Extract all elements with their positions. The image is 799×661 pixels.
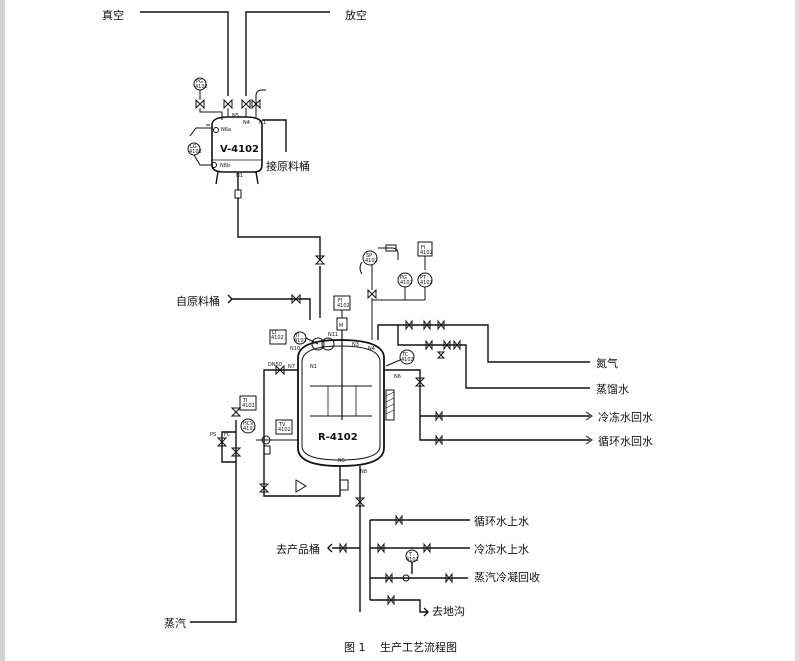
to-raw-drum-line bbox=[262, 119, 287, 152]
label-from-raw-drum: 自原料桶 bbox=[176, 294, 220, 308]
hcv-code: HCV bbox=[243, 421, 254, 427]
label-circ-return: 循环水回水 bbox=[598, 435, 653, 448]
pt-r-code: PT bbox=[420, 275, 427, 281]
label-distilled-water: 蒸馏水 bbox=[596, 382, 629, 396]
label-chilled-return: 冷冻水回水 bbox=[598, 410, 653, 424]
nozzle-n1-bottom: N1 bbox=[236, 173, 243, 179]
distilled-water-line bbox=[397, 325, 590, 389]
label-to-raw-drum: 接原料桶 bbox=[266, 159, 310, 173]
vessel-r4102-tag: R-4102 bbox=[318, 432, 358, 443]
tic-l-num: 4102 bbox=[242, 403, 255, 409]
label-to-drain: 去地沟 bbox=[432, 605, 465, 618]
instrument-lg-v bbox=[187, 124, 219, 168]
instrument-pg-pt bbox=[372, 241, 433, 301]
vacuum-line bbox=[140, 11, 229, 96]
nozzle-n4: N4 bbox=[243, 120, 250, 126]
nozzle-r-n8: N8 bbox=[360, 469, 367, 475]
nozzle-r-n10: N10 bbox=[290, 346, 300, 352]
v-top-valves bbox=[223, 89, 266, 117]
hcv-num: 4102 bbox=[243, 426, 256, 432]
tv-num: 4102 bbox=[278, 427, 291, 433]
vessel-v4102-tag: V-4102 bbox=[220, 144, 259, 155]
drain-line bbox=[370, 594, 429, 617]
circ-supply-line bbox=[369, 514, 470, 600]
ti-top-code: TI bbox=[294, 333, 300, 339]
pg-v-num: 4102 bbox=[195, 84, 208, 90]
label-vent: 放空 bbox=[345, 8, 367, 22]
lg-v-num: 4102 bbox=[189, 149, 202, 155]
chilled-return-line bbox=[384, 369, 593, 422]
tic-l-code: TI bbox=[242, 398, 248, 404]
nozzle-n6b: N6b bbox=[220, 163, 230, 169]
label-vacuum: 真空 bbox=[102, 8, 124, 22]
circ-return-line bbox=[419, 416, 593, 446]
nozzle-n6a: N6a bbox=[221, 127, 231, 133]
label-nitrogen: 氮气 bbox=[596, 356, 618, 370]
from-raw-drum-line bbox=[227, 293, 311, 320]
nozzle-r-n3: N3 bbox=[352, 342, 359, 348]
nozzle-r-n6: N6 bbox=[394, 374, 401, 380]
tv-code: TV bbox=[278, 422, 286, 428]
nitrogen-line bbox=[377, 319, 590, 363]
nozzle-r-n4: N4 bbox=[368, 346, 375, 352]
instrument-tc-r bbox=[385, 349, 415, 367]
label-condensate: 蒸汽冷凝回收 bbox=[474, 570, 540, 584]
instrument-pg-v bbox=[193, 77, 223, 120]
figure-caption: 图 1 生产工艺流程图 bbox=[344, 640, 457, 654]
tc-r-num: 4102 bbox=[401, 357, 414, 363]
nozzle-r-n5: N5 bbox=[338, 458, 345, 464]
motor-ind-code: FI bbox=[338, 298, 342, 304]
instrument-left bbox=[239, 395, 298, 455]
pg-v-code: PG bbox=[196, 79, 203, 85]
tc-r-code: TC bbox=[401, 352, 409, 358]
dn50-line bbox=[263, 364, 298, 388]
vessel-r4102 bbox=[297, 330, 395, 467]
nozzle-r-n11: N11 bbox=[328, 332, 338, 338]
sp-code: SP bbox=[366, 253, 372, 259]
instrument-top-left bbox=[269, 329, 335, 351]
ti-top-num: 4102 bbox=[294, 338, 307, 344]
left-page-edge bbox=[0, 0, 5, 661]
label-steam: 蒸汽 bbox=[164, 616, 186, 630]
jacket-bottom-loop bbox=[258, 388, 349, 497]
label-chilled-supply: 冷冻水上水 bbox=[474, 542, 529, 556]
fi-top-code: FI bbox=[421, 245, 425, 251]
pg-r-code: PG bbox=[400, 275, 407, 281]
nozzle-n5: N5 bbox=[232, 113, 239, 119]
ps-mark: PS bbox=[210, 432, 216, 438]
to-product-line bbox=[327, 542, 360, 554]
nozzle-r-n7: N7 bbox=[288, 364, 295, 370]
motor-mark: M bbox=[339, 323, 343, 329]
nozzle-dn50: DN50 bbox=[268, 362, 282, 368]
motor-ind-num: 4102 bbox=[337, 303, 350, 309]
v-to-reactor-line bbox=[234, 172, 326, 318]
nozzle-n1-top: N1 bbox=[259, 120, 266, 126]
steam-line bbox=[190, 407, 242, 623]
t-bot-num: 4102 bbox=[406, 557, 419, 563]
instrument-sp bbox=[359, 244, 399, 340]
nozzle-r-n1: N1 bbox=[310, 364, 317, 370]
fi-top-num: 4102 bbox=[420, 250, 433, 256]
label-circ-supply: 循环水上水 bbox=[474, 515, 529, 528]
fc-mark: FC bbox=[224, 432, 231, 438]
agitator-motor bbox=[333, 295, 351, 331]
label-to-product: 去产品桶 bbox=[276, 542, 320, 556]
bottom-outlet bbox=[354, 466, 366, 612]
li-l-num: 4102 bbox=[271, 335, 284, 341]
vent-line bbox=[245, 11, 330, 96]
pg-r-num: 4102 bbox=[400, 280, 413, 286]
condensate-line bbox=[370, 549, 468, 584]
li-l-code: LI bbox=[272, 330, 276, 336]
pt-r-num: 4102 bbox=[420, 280, 433, 286]
chilled-supply-line bbox=[370, 542, 470, 554]
lg-v-code: LG bbox=[190, 144, 197, 150]
sp-num: 4102 bbox=[365, 258, 378, 264]
right-page-edge bbox=[795, 0, 799, 661]
t-bot-code: T bbox=[408, 552, 413, 558]
